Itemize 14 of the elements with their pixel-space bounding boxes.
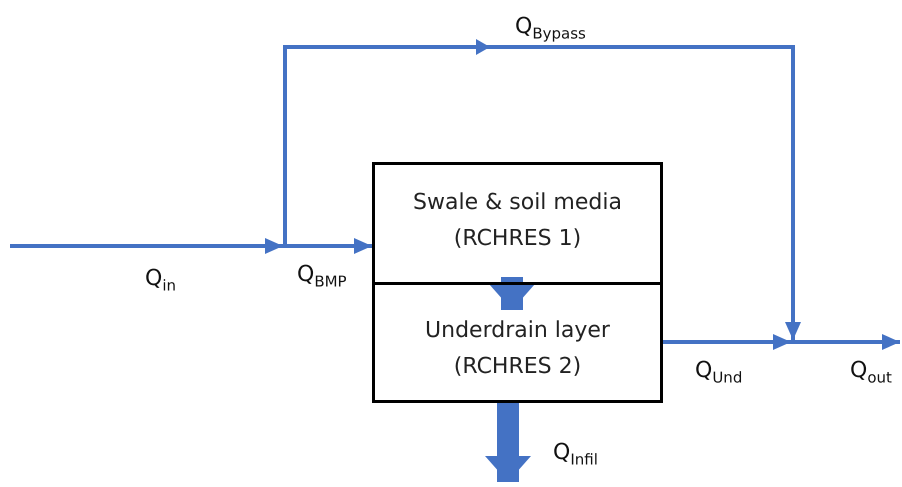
process-box <box>372 282 663 403</box>
flow-arrow <box>287 238 372 254</box>
box-label: Underdrain layer (RCHRES 2) <box>424 317 611 381</box>
block-arrow <box>485 403 531 482</box>
box-label: Swale & soil media (RCHRES 1) <box>412 189 623 253</box>
flow-arrow <box>663 334 791 350</box>
block-arrow <box>489 277 535 310</box>
process-box <box>372 162 663 285</box>
flow-arrow <box>283 39 801 340</box>
edge-label: Q$_{Bypass}$ <box>515 14 586 42</box>
junction-point <box>283 244 287 248</box>
flow-arrow <box>10 238 283 254</box>
flow-arrow <box>795 334 900 350</box>
junction-point <box>791 340 795 344</box>
